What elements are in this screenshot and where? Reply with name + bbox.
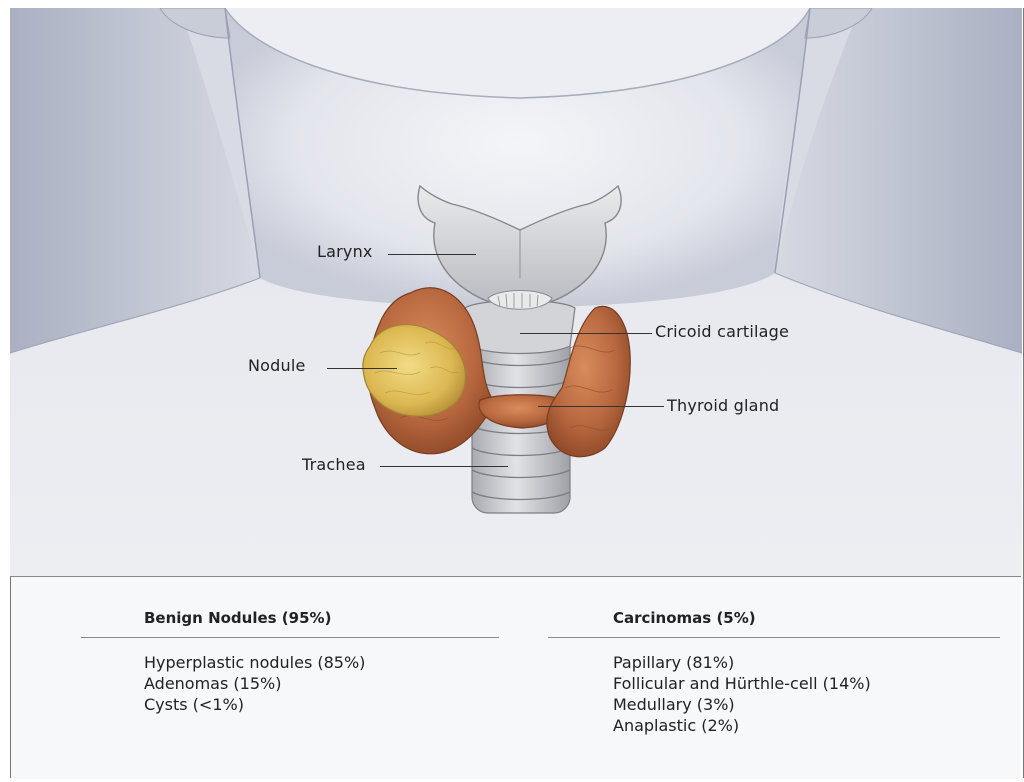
leader-cricoid — [520, 333, 652, 334]
benign-heading: Benign Nodules (95%) — [144, 609, 331, 627]
label-trachea: Trachea — [302, 455, 366, 474]
carcinomas-rule — [548, 637, 1000, 638]
benign-item: Cysts (<1%) — [144, 695, 244, 715]
leader-thyroid — [538, 406, 664, 407]
leader-larynx — [388, 254, 476, 255]
nodule-legend: Benign Nodules (95%) Hyperplastic nodule… — [11, 576, 1021, 779]
benign-rule — [81, 637, 499, 638]
benign-item: Adenomas (15%) — [144, 674, 281, 694]
neck-illustration: Larynx Cricoid cartilage Nodule Thyroid … — [10, 8, 1022, 576]
carcinoma-item: Anaplastic (2%) — [613, 716, 739, 736]
benign-item: Hyperplastic nodules (85%) — [144, 653, 365, 673]
leader-nodule — [327, 368, 397, 369]
carcinomas-heading: Carcinomas (5%) — [613, 609, 756, 627]
carcinoma-item: Follicular and Hürthle-cell (14%) — [613, 674, 871, 694]
label-cricoid-cartilage: Cricoid cartilage — [655, 322, 789, 341]
label-thyroid-gland: Thyroid gland — [667, 396, 779, 415]
label-larynx: Larynx — [317, 242, 373, 261]
carcinoma-item: Medullary (3%) — [613, 695, 735, 715]
leader-trachea — [380, 466, 508, 467]
thyroid-anatomy-drawing — [10, 8, 1022, 576]
carcinoma-item: Papillary (81%) — [613, 653, 734, 673]
label-nodule: Nodule — [248, 356, 306, 375]
